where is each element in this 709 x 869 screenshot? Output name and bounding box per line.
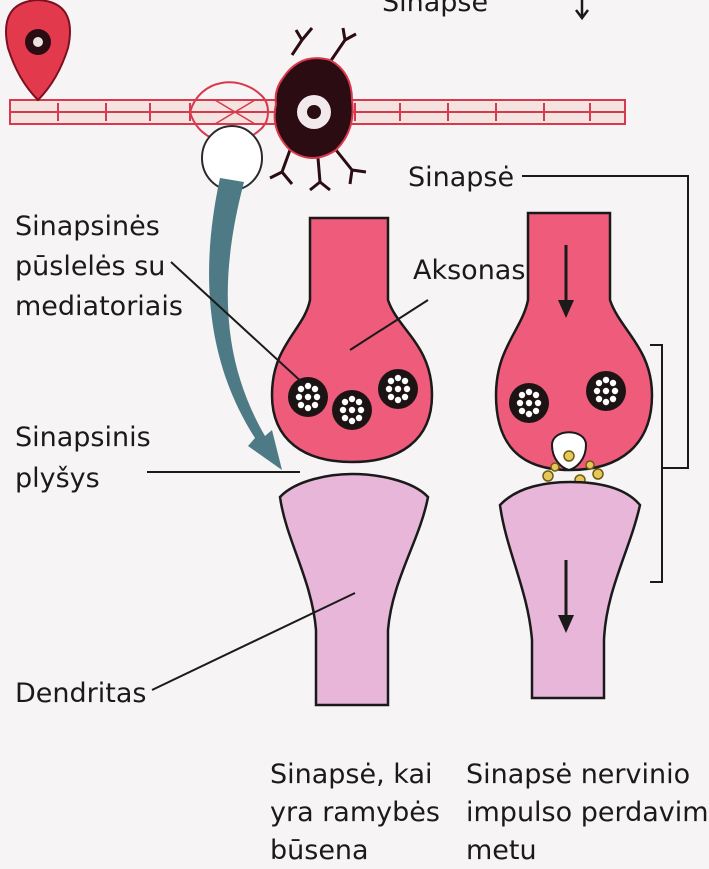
active-caption-line3: metu — [466, 835, 537, 866]
axon-label: Aksonas — [413, 255, 525, 286]
vesicles-label-line2: pūslelės su — [15, 251, 165, 282]
vesicle — [288, 377, 328, 417]
top-synapse-label: Sinapsė — [382, 0, 488, 18]
resting-synapse — [272, 218, 432, 705]
vesicle — [332, 390, 372, 430]
top-down-arrow-icon — [576, 0, 588, 18]
dendrite-label: Dendritas — [15, 678, 146, 709]
synapse-zoom-region — [190, 82, 268, 190]
cleft-label-line1: Sinapsinis — [15, 422, 151, 453]
cleft-label-line2: plyšys — [15, 463, 100, 494]
resting-caption-line2: yra ramybės — [270, 797, 440, 828]
vesicle — [509, 383, 549, 423]
active-axon-terminal — [496, 213, 652, 470]
active-caption-line2: impulso perdavimo — [466, 797, 709, 828]
vesicles-label-line1: Sinapsinės — [15, 211, 160, 242]
vesicle — [378, 369, 418, 409]
cell-nucleolus — [307, 105, 321, 119]
active-dendrite — [500, 482, 640, 698]
synapse-label: Sinapsė — [408, 162, 514, 193]
receptor-dot — [33, 37, 43, 47]
receptor-pin — [6, 0, 70, 100]
vesicles-leader-line — [171, 262, 305, 385]
nerve-cell — [270, 28, 366, 190]
resting-dendrite — [280, 474, 428, 705]
vesicles-label-line3: mediatoriais — [15, 291, 183, 322]
resting-caption-line3: būsena — [270, 835, 369, 866]
resting-caption-line1: Sinapsė, kai — [270, 759, 433, 790]
zoom-arrow — [209, 178, 282, 470]
vesicle — [586, 371, 626, 411]
active-caption-line1: Sinapsė nervinio — [466, 759, 690, 790]
